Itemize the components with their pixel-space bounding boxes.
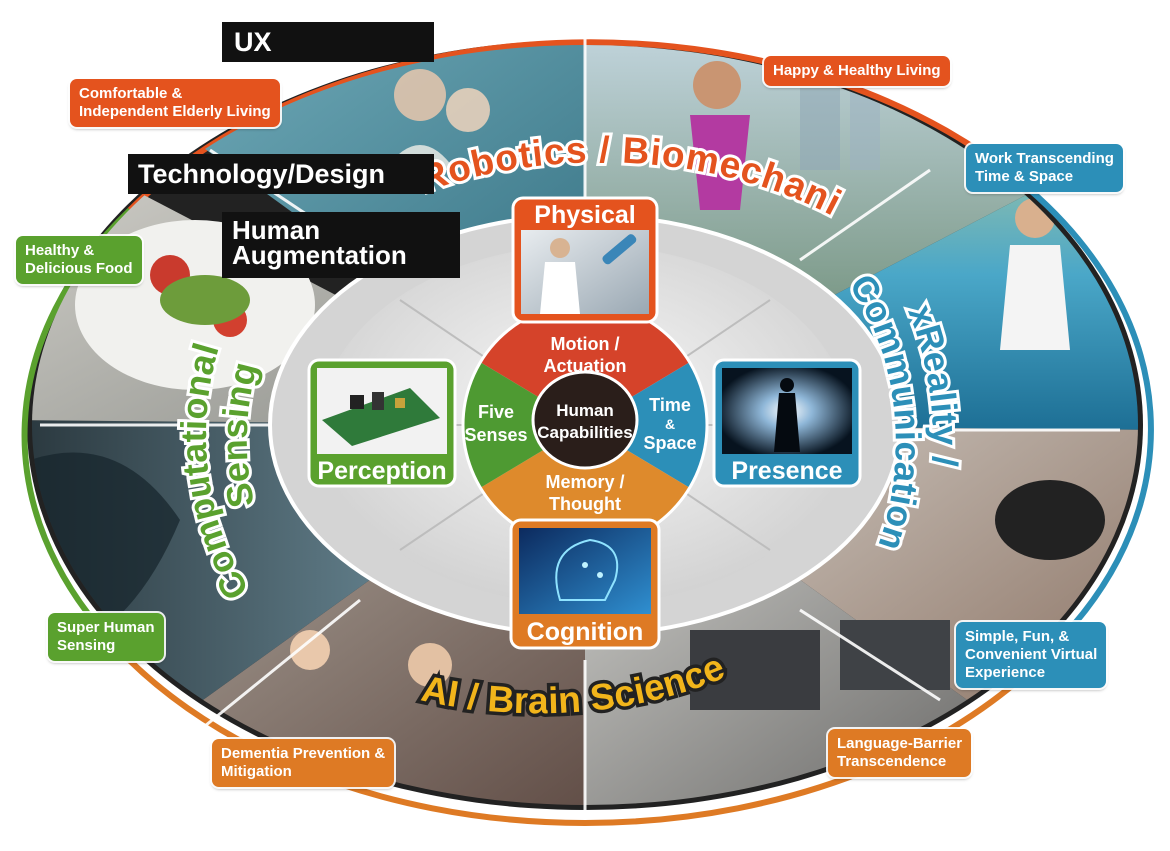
- capability-perception-label: Perception: [317, 457, 446, 485]
- outcome-language-line1: Language-Barrier: [837, 735, 963, 752]
- layer-human-augmentation-line2: Augmentation: [232, 240, 407, 270]
- layer-human-augmentation-line1: Human: [232, 215, 321, 245]
- core-time-line3: Space: [643, 433, 696, 453]
- outcome-dementia-prevention: Dementia Prevention & Mitigation: [212, 739, 395, 787]
- outer-border-orange: [127, 39, 1032, 213]
- monitor-shape-2: [840, 620, 950, 690]
- outcome-dementia-line1: Dementia Prevention &: [221, 745, 386, 762]
- outer-border-blue: [1028, 187, 1154, 643]
- outcome-healthy-food: Healthy & Delicious Food: [16, 236, 142, 284]
- core-motion-line2: Actuation: [544, 356, 627, 376]
- core-quadrant-time: [585, 362, 708, 488]
- core-senses-line1: Five: [478, 402, 514, 422]
- core-quadrant-memory: [480, 425, 690, 548]
- outcome-happy-healthy-label: Happy & Healthy Living: [773, 62, 941, 79]
- worker-shirt-shape: [1000, 245, 1070, 350]
- outcome-elderly-line1: Comfortable &: [79, 85, 183, 102]
- outcome-virtual-line3: Experience: [965, 664, 1046, 681]
- core-memory-line1: Memory /: [545, 472, 624, 492]
- outcome-happy-healthy: Happy & Healthy Living: [764, 56, 950, 86]
- outcome-virtual-line2: Convenient Virtual: [965, 646, 1098, 663]
- core-center-line1: Human: [556, 401, 614, 420]
- monitor-shape: [690, 630, 820, 710]
- capability-physical-frame: [511, 196, 659, 324]
- layer-human-augmentation: Human Augmentation: [222, 212, 460, 278]
- outcome-food-line1: Healthy &: [25, 242, 95, 259]
- lettuce-shape: [160, 275, 250, 325]
- core-quadrant-senses: [462, 362, 585, 488]
- core-quadrant-motion: [480, 302, 690, 425]
- layer-technology-design: Technology/Design: [128, 154, 434, 194]
- capability-physical-label: Physical: [534, 201, 635, 229]
- capability-perception-frame: [307, 358, 457, 488]
- outcome-elderly-line2: Independent Elderly Living: [79, 103, 271, 120]
- elderly-face-shape-2: [446, 88, 490, 132]
- senior-face-shape-2: [290, 630, 330, 670]
- outcome-work-line2: Time & Space: [975, 168, 1074, 185]
- capability-presence-label: Presence: [731, 457, 842, 485]
- core-memory-line2: Thought: [549, 494, 621, 514]
- outcome-language-barrier: Language-Barrier Transcendence: [828, 729, 972, 777]
- outcome-dementia-line2: Mitigation: [221, 763, 292, 780]
- capability-presence-frame: [712, 358, 862, 488]
- layer-technology-design-label: Technology/Design: [138, 159, 386, 189]
- senior-face-shape: [408, 643, 452, 687]
- capability-cognition-frame: [509, 518, 661, 650]
- layer-ux: UX: [222, 22, 434, 62]
- core-motion-line1: Motion /: [551, 334, 620, 354]
- layer-ux-label: UX: [234, 27, 272, 57]
- outcome-sensing-line1: Super Human: [57, 619, 155, 636]
- outcome-super-human-sensing: Super Human Sensing: [48, 613, 164, 661]
- runner-head-shape: [693, 61, 741, 109]
- core-time-line1: Time: [649, 395, 691, 415]
- runner-shirt-shape: [690, 115, 750, 210]
- core-senses-line2: Senses: [464, 425, 527, 445]
- outcome-virtual-experience: Simple, Fun, & Convenient Virtual Experi…: [956, 622, 1107, 688]
- elderly-face-shape: [394, 69, 446, 121]
- outcome-sensing-line2: Sensing: [57, 637, 116, 654]
- core-time-line2: &: [665, 416, 675, 432]
- outcome-language-line2: Transcendence: [837, 753, 947, 770]
- outcome-food-line2: Delicious Food: [25, 260, 133, 277]
- outcome-virtual-line1: Simple, Fun, &: [965, 628, 1070, 645]
- outcome-work-line1: Work Transcending: [975, 150, 1114, 167]
- core-center-line2: Capabilities: [537, 423, 632, 442]
- vr-headset-shape: [995, 480, 1105, 560]
- core-center-disc: [531, 370, 639, 470]
- outcome-work-transcending: Work Transcending Time & Space: [966, 144, 1123, 192]
- capability-cognition-label: Cognition: [527, 618, 644, 646]
- outcome-elderly-living: Comfortable & Independent Elderly Living: [70, 79, 280, 127]
